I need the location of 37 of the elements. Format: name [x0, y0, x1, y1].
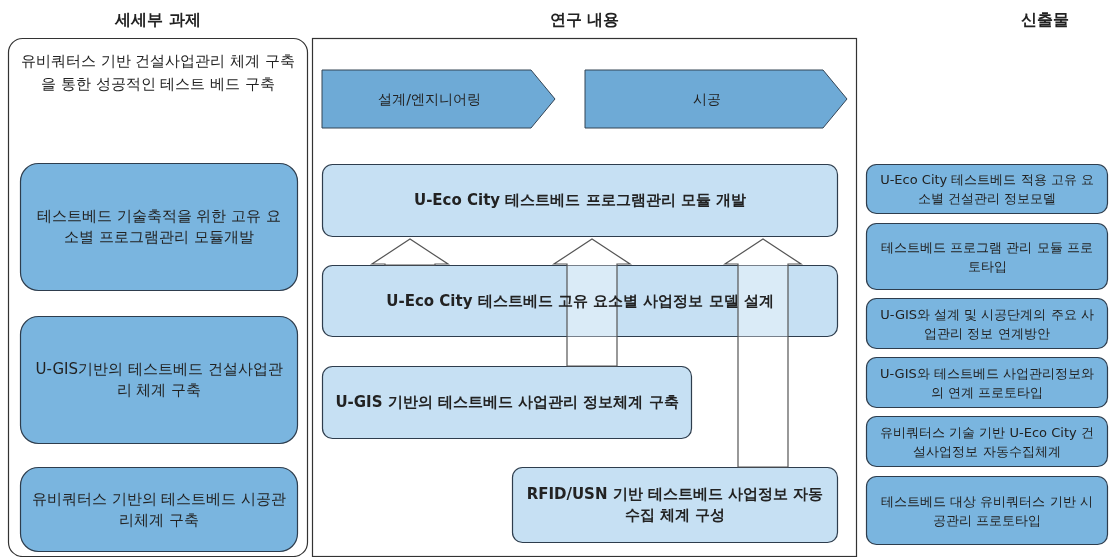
box-text: 유비쿼터스 기반의 테스트베드 시공관리체계 구축	[30, 488, 288, 531]
column-heading: 신출물	[1020, 10, 1070, 31]
output-box	[866, 357, 1108, 408]
process-box	[322, 265, 838, 337]
output-box	[866, 298, 1108, 349]
box-text: U-GIS기반의 테스트베드 건설사업관리 체계 구축	[34, 359, 284, 401]
box-text: U-GIS와 설계 및 시공단계의 주요 사업관리 정보 연계방안	[879, 305, 1095, 343]
panel-title: 유비쿼터스 기반 건설사업관리 체계 구축을 통한 성공적인 테스트 베드 구축	[19, 51, 297, 95]
box-text: 테스트베드 프로그램 관리 모듈 프로토타입	[880, 238, 1094, 276]
process-box	[322, 366, 692, 439]
phase-banner	[322, 70, 555, 128]
output-box	[866, 476, 1108, 545]
box-text: 설계/엔지니어링	[377, 90, 482, 109]
box-text: U-GIS 기반의 테스트베드 사업관리 정보체계 구축	[334, 392, 680, 413]
task-box	[20, 467, 298, 552]
box-text: U-GIS와 테스트베드 사업관리정보와의 연계 프로토타입	[878, 364, 1096, 402]
process-box	[322, 164, 838, 237]
block-arrow	[552, 238, 632, 367]
box-text: 유비쿼터스 기술 기반 U-Eco City 건설사업정보 자동수집체계	[879, 423, 1095, 461]
output-box	[866, 223, 1108, 290]
box-text: U-Eco City 테스트베드 고유 요소별 사업정보 모델 설계	[385, 290, 775, 312]
box-text: RFID/USN 기반 테스트베드 사업정보 자동수집 체계 구성	[525, 484, 825, 526]
box-text: 테스트베드 기술축적을 위한 고유 요소별 프로그램관리 모듈개발	[35, 206, 283, 248]
output-box	[866, 164, 1108, 214]
task-box	[20, 316, 298, 444]
process-box	[512, 467, 838, 543]
block-arrow	[370, 238, 450, 266]
box-text: 시공	[692, 90, 722, 109]
box-text: U-Eco City 테스트베드 프로그램관리 모듈 개발	[412, 190, 748, 211]
box-text: 테스트베드 대상 유비쿼터스 기반 시공관리 프로토타입	[880, 492, 1094, 530]
box-text: U-Eco City 테스트베드 적용 고유 요소별 건설관리 정보모델	[879, 171, 1095, 208]
column-heading: 연구 내용	[548, 10, 621, 31]
output-box	[866, 416, 1108, 467]
block-arrow	[723, 238, 803, 468]
phase-banner	[585, 70, 847, 128]
task-box	[20, 163, 298, 291]
column-heading: 세세부 과제	[114, 10, 202, 31]
